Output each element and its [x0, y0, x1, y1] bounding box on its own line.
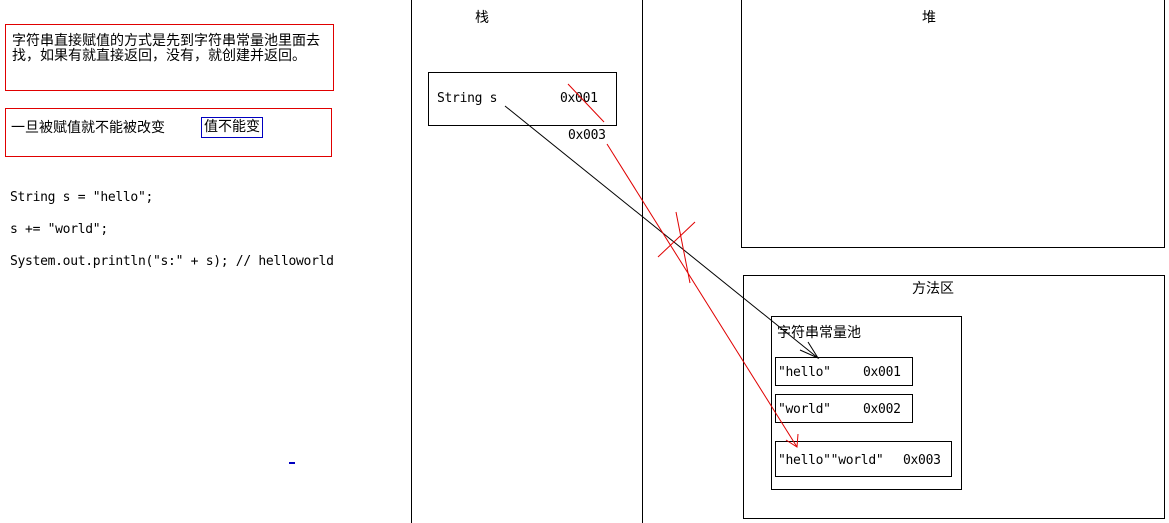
stack-title: 栈	[475, 10, 489, 26]
pool-entry-helloworld: "hello""world" 0x003	[775, 441, 952, 477]
note-pool-lookup-text: 字符串直接赋值的方式是先到字符串常量池里面去找，如果有就直接返回，没有，就创建并…	[12, 33, 320, 64]
cursor-dash	[289, 462, 295, 464]
note-immutable: 一旦被赋值就不能被改变 值不能变	[5, 108, 332, 157]
code-line-3: System.out.println("s:" + s); // hellowo…	[10, 254, 334, 269]
stack-right-border	[642, 0, 643, 523]
old-reference-cross-b	[675, 211, 691, 284]
code-line-2: s += "world";	[10, 222, 108, 237]
pool-entry-world: "world" 0x002	[775, 394, 913, 423]
note-pool-lookup: 字符串直接赋值的方式是先到字符串常量池里面去找，如果有就直接返回，没有，就创建并…	[5, 24, 334, 91]
pool-entry-address: 0x002	[863, 402, 901, 417]
stack-left-border	[411, 0, 412, 523]
pool-entry-address: 0x001	[863, 365, 901, 380]
pool-entry-hello: "hello" 0x001	[775, 357, 913, 386]
pool-entry-address: 0x003	[903, 453, 941, 468]
pool-entry-value: "hello""world"	[778, 453, 884, 468]
stack-var-label: String s	[437, 91, 498, 106]
pool-entry-value: "world"	[778, 402, 831, 417]
heap-title: 堆	[922, 10, 936, 26]
string-pool-title: 字符串常量池	[777, 325, 861, 341]
stack-frame-string-s: String s 0x001	[428, 72, 617, 126]
heap-panel: 堆	[741, 0, 1165, 248]
stack-new-address: 0x003	[568, 128, 606, 143]
immutable-tag: 值不能变	[201, 117, 263, 138]
note-immutable-text: 一旦被赋值就不能被改变	[11, 120, 165, 136]
method-area-title: 方法区	[912, 281, 954, 297]
code-line-1: String s = "hello";	[10, 190, 154, 205]
pool-entry-value: "hello"	[778, 365, 831, 380]
old-reference-cross-a	[657, 221, 696, 258]
stack-old-address: 0x001	[560, 91, 598, 106]
